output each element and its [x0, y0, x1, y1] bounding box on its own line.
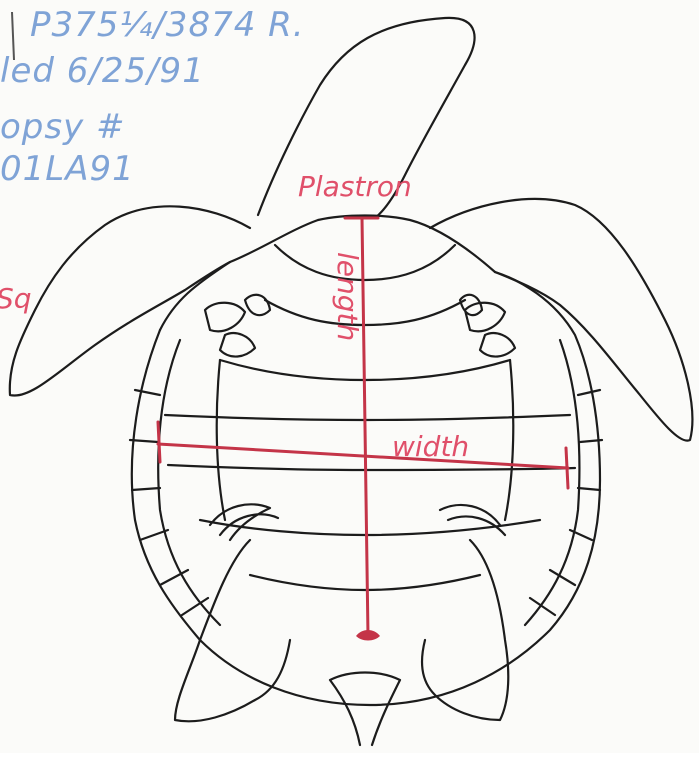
width-measure-left-tick: [158, 422, 160, 462]
marginal-scutes-left: [130, 390, 208, 615]
width-measure-right-tick: [566, 448, 568, 488]
width-label: width: [392, 430, 469, 463]
note-line-2: led 6/25/91: [0, 51, 205, 91]
width-measure-line: [158, 444, 568, 468]
inframarginal-scutes-right: [460, 295, 515, 357]
hind-flipper-left-folds: [210, 504, 278, 540]
tail: [330, 673, 400, 746]
abdominal-seam-upper: [165, 415, 570, 420]
marginal-ring-left: [158, 340, 220, 625]
front-flipper-right: [430, 199, 692, 441]
humeral-seam: [265, 300, 465, 325]
length-label: length: [331, 252, 364, 341]
length-measure-bottom-tick: [356, 630, 380, 641]
note-line-4: 01LA91: [0, 149, 135, 189]
hind-flipper-right: [422, 540, 508, 720]
note-line-1: P375¼/3874 R.: [30, 5, 305, 45]
plastron-label: Plastron: [298, 170, 412, 203]
note-line-3: opsy #: [0, 107, 126, 147]
marginal-scutes-right: [530, 390, 602, 615]
inframarginal-scutes-left: [205, 295, 270, 357]
front-flipper-left: [10, 206, 250, 395]
left-edge-label: Sq: [0, 282, 32, 315]
gular-seam: [275, 245, 455, 280]
anal-seam: [250, 575, 480, 590]
